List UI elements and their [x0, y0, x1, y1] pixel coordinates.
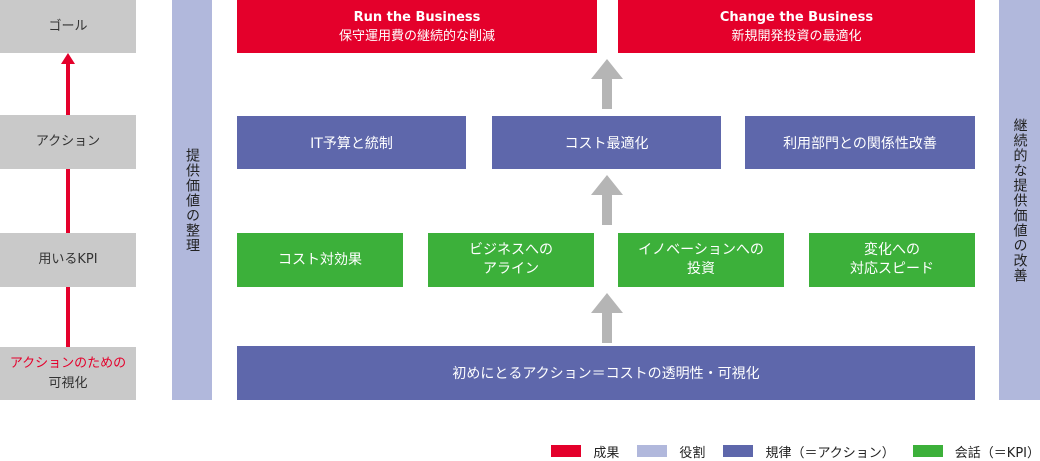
kpi-change-speed: 変化への 対応スピード — [809, 233, 975, 287]
role-bar-left-label: 提供価値の整理 — [184, 147, 200, 253]
outcome-title: Run the Business — [353, 9, 481, 25]
kpi-innovation-investment: イノベーションへの 投資 — [618, 233, 784, 287]
visualization-label-line2: 可視化 — [48, 375, 88, 391]
role-bar-right: 継続的な提供価値の改善 — [999, 0, 1040, 400]
kpi-line1: ビジネスへの — [469, 242, 553, 258]
legend-item-conversation: 会話（＝KPI） — [912, 442, 1040, 461]
kpi-business-alignment: ビジネスへの アライン — [428, 233, 594, 287]
action-cost-optimization: コスト最適化 — [492, 116, 721, 169]
connector-line — [66, 287, 70, 347]
base-action-label: 初めにとるアクション＝コストの透明性・可視化 — [452, 366, 760, 382]
legend-swatch — [723, 445, 754, 457]
action-label: 利用部門との関係性改善 — [783, 135, 937, 152]
kpi-label: 用いるKPI — [38, 252, 98, 267]
legend-label: 会話（＝KPI） — [954, 445, 1040, 461]
outcome-run-the-business: Run the Business 保守運用費の継続的な削減 — [237, 0, 597, 53]
arrow-up-icon — [61, 53, 75, 64]
legend-label: 規律（＝アクション） — [765, 445, 895, 461]
outcome-subtitle: 新規開発投資の最適化 — [731, 28, 862, 44]
kpi-box: 用いるKPI — [0, 233, 136, 287]
legend-swatch — [551, 445, 582, 457]
goal-label: ゴール — [48, 18, 88, 34]
arrow-up-icon — [587, 175, 627, 225]
kpi-cost-effectiveness: コスト対効果 — [237, 233, 403, 287]
action-it-budget: IT予算と統制 — [237, 116, 466, 169]
outcome-subtitle: 保守運用費の継続的な削減 — [338, 28, 495, 44]
legend-item-role: 役割 — [637, 442, 705, 461]
legend-label: 成果 — [593, 445, 620, 461]
action-relationship: 利用部門との関係性改善 — [745, 116, 975, 169]
base-action-box: 初めにとるアクション＝コストの透明性・可視化 — [237, 346, 975, 400]
action-label: コスト最適化 — [564, 135, 649, 152]
role-bar-left: 提供価値の整理 — [172, 0, 212, 400]
visualization-box: アクションのための 可視化 — [0, 347, 136, 400]
role-bar-right-label: 継続的な提供価値の改善 — [1011, 117, 1028, 283]
action-box: アクション — [0, 115, 136, 169]
legend-swatch — [912, 445, 943, 457]
kpi-line1: イノベーションへの — [638, 242, 764, 258]
kpi-line1: 変化への — [864, 242, 920, 258]
outcome-title: Change the Business — [719, 9, 874, 25]
connector-line — [66, 63, 70, 115]
kpi-line2: アライン — [483, 261, 539, 277]
legend-item-outcome: 成果 — [551, 442, 619, 461]
kpi-line2: 対応スピード — [850, 261, 934, 277]
connector-line — [66, 169, 70, 233]
arrow-up-icon — [587, 59, 627, 109]
action-label: アクション — [35, 134, 101, 149]
visualization-label-line1: アクションのための — [9, 355, 127, 371]
legend-label: 役割 — [679, 445, 706, 461]
legend: 成果 役割 規律（＝アクション） 会話（＝KPI） — [533, 442, 1040, 461]
action-label: IT予算と統制 — [310, 135, 393, 152]
legend-item-discipline: 規律（＝アクション） — [723, 442, 895, 461]
outcome-change-the-business: Change the Business 新規開発投資の最適化 — [618, 0, 975, 53]
legend-swatch — [637, 445, 668, 457]
goal-box: ゴール — [0, 0, 136, 53]
arrow-up-icon — [587, 293, 627, 343]
kpi-line1: コスト対効果 — [278, 251, 362, 268]
kpi-line2: 投資 — [687, 261, 715, 277]
